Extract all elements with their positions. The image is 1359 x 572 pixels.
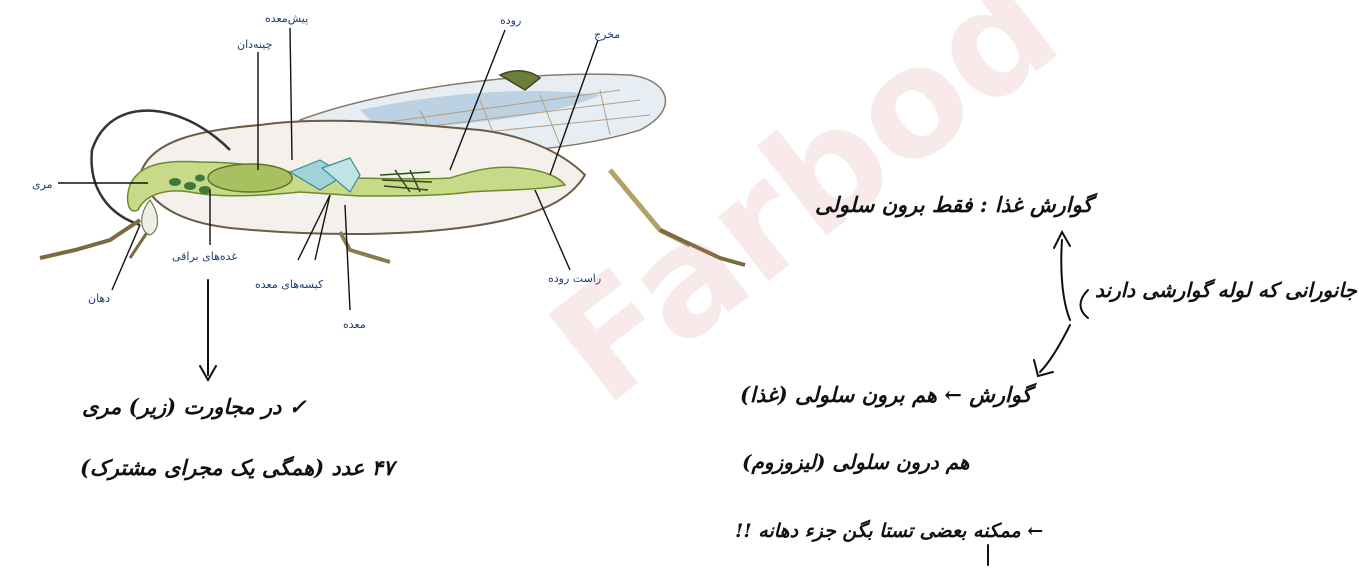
note-digest-extracellular: گوارش غذا : فقط برون سلولی [815,192,1093,217]
note-tube-animals: ✓ جانورانی که لوله گوارشی دارند [1095,278,1359,302]
note-maybe-mouth: ← ممکنه بعضی تستا بگن جزء دهانه !! [735,520,1043,542]
note-salivary-count: ۴۷ عدد (همگی یک مجرای مشترک) [80,455,394,480]
note-digest-both-1: گوارش ← هم برون سلولی (غذا) [740,382,1032,407]
note-salivary-location: ✓ در مجاورت (زیر) مری [82,394,306,419]
note-digest-both-2: هم درون سلولی (لیزوزوم) [742,450,970,474]
